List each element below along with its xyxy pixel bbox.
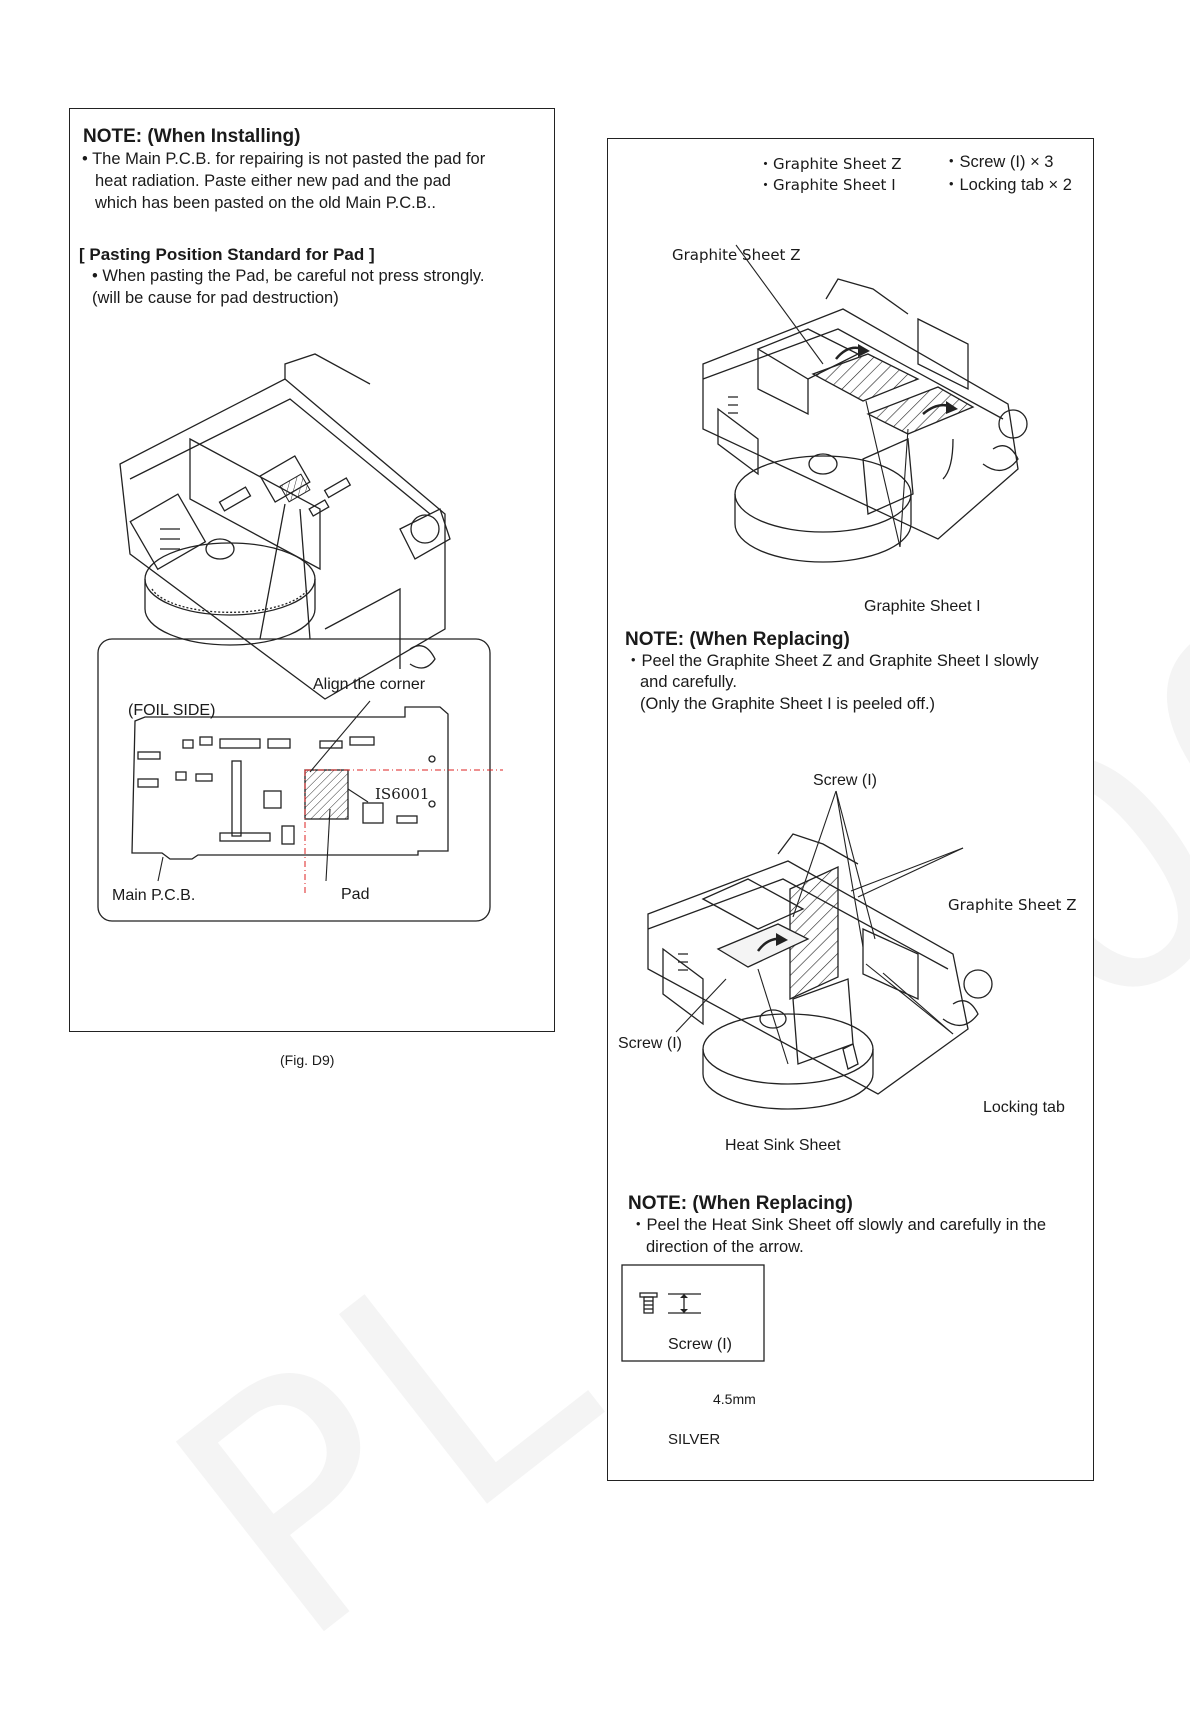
note-replacing-1-title: NOTE: (When Replacing) bbox=[625, 629, 850, 650]
figure-caption: (Fig. D9) bbox=[280, 1052, 335, 1068]
note-replacing-1-line-3: (Only the Graphite Sheet I is peeled off… bbox=[640, 695, 936, 713]
align-corner-label: Align the corner bbox=[313, 676, 426, 693]
screw-color-label: SILVER bbox=[668, 1431, 721, 1448]
parts-screw: ・Screw (I) × 3 bbox=[943, 153, 1054, 171]
fig1-graphite-i-label: Graphite Sheet I bbox=[864, 598, 981, 615]
pad-label: Pad bbox=[341, 886, 370, 903]
fig2-screw-top-label: Screw (I) bbox=[813, 772, 877, 789]
pasting-standard-title: [ Pasting Position Standard for Pad ] bbox=[79, 245, 375, 264]
parts-graphite-i: ・Graphite Sheet I bbox=[758, 176, 896, 194]
fig2-locking-tab-label: Locking tab bbox=[983, 1099, 1065, 1116]
right-panel: ・Graphite Sheet Z ・Graphite Sheet I ・Scr… bbox=[607, 138, 1094, 1481]
parts-locking-tab: ・Locking tab × 2 bbox=[943, 176, 1072, 194]
camera-pcb-illustration bbox=[97, 353, 503, 922]
pasting-standard-line-2: (will be cause for pad destruction) bbox=[92, 289, 339, 307]
note-replacing-1-line-1: ・Peel the Graphite Sheet Z and Graphite … bbox=[625, 652, 1039, 670]
fig2-graphite-z-label: Graphite Sheet Z bbox=[948, 896, 1077, 914]
note-replacing-2-line-2: direction of the arrow. bbox=[646, 1238, 804, 1256]
main-pcb-label: Main P.C.B. bbox=[112, 887, 196, 904]
fig1-graphite-z-label: Graphite Sheet Z bbox=[672, 246, 801, 264]
left-panel: NOTE: (When Installing) • The Main P.C.B… bbox=[69, 108, 555, 1032]
fig2-heat-sink-label: Heat Sink Sheet bbox=[725, 1137, 841, 1154]
parts-graphite-z: ・Graphite Sheet Z bbox=[758, 155, 902, 173]
note-installing-line-1: • The Main P.C.B. for repairing is not p… bbox=[82, 150, 486, 168]
note-replacing-2-title: NOTE: (When Replacing) bbox=[628, 1193, 853, 1214]
note-installing-title: NOTE: (When Installing) bbox=[83, 126, 301, 147]
foil-side-label: (FOIL SIDE) bbox=[128, 702, 216, 719]
is6001-label: IS6001 bbox=[375, 785, 430, 803]
pasting-standard-line-1: • When pasting the Pad, be careful not p… bbox=[92, 267, 485, 285]
note-installing-line-2: heat radiation. Paste either new pad and… bbox=[95, 172, 451, 190]
note-replacing-1-line-2: and carefully. bbox=[640, 673, 737, 691]
camera-disassembly-illustrations bbox=[621, 244, 1028, 1362]
screw-box-title: Screw (I) bbox=[668, 1336, 732, 1353]
fig2-screw-left-label: Screw (I) bbox=[618, 1035, 682, 1052]
note-replacing-2-line-1: ・Peel the Heat Sink Sheet off slowly and… bbox=[630, 1216, 1047, 1234]
note-installing-line-3: which has been pasted on the old Main P.… bbox=[95, 194, 436, 212]
screw-length-label: 4.5mm bbox=[713, 1391, 756, 1407]
